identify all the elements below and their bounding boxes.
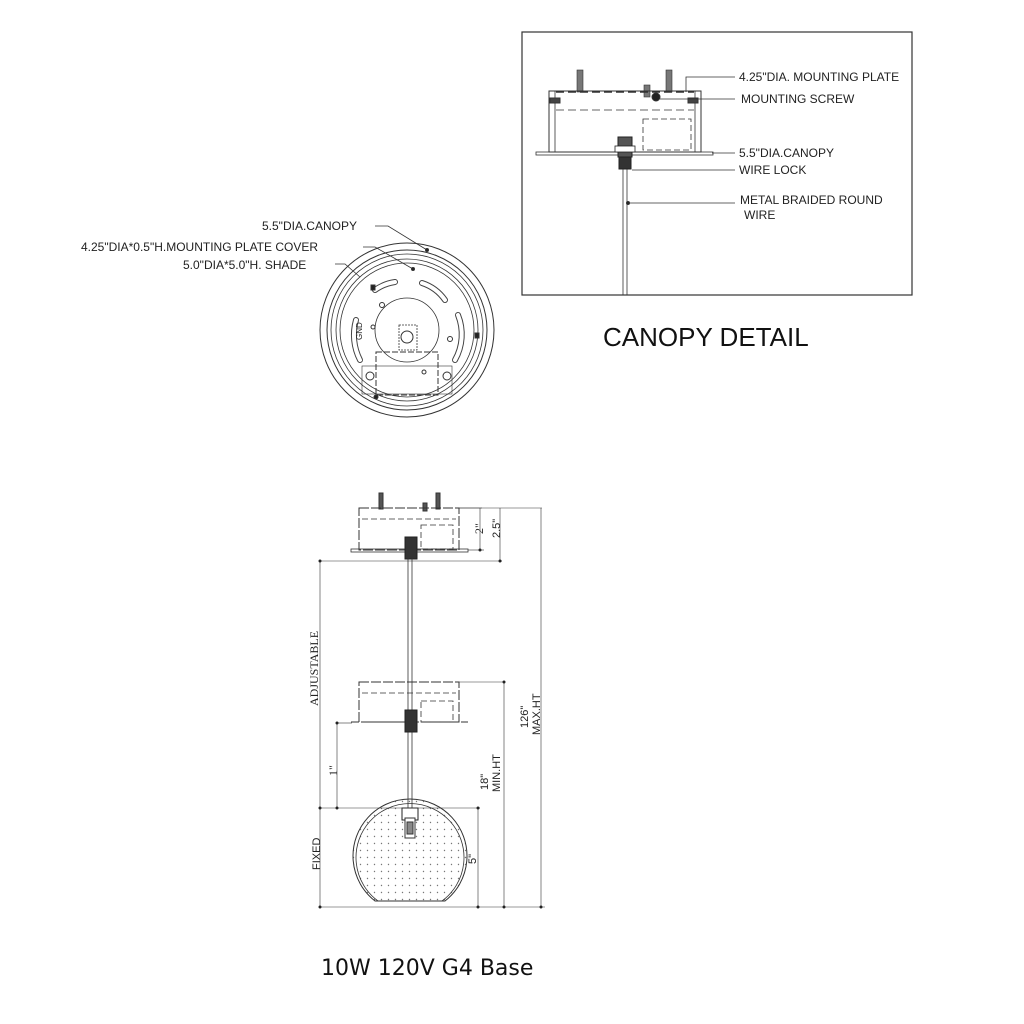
dim-max-ht-label: MAX.HT [531,693,543,735]
dim-lead-length: 1" [326,765,340,776]
callout-mounting-plate-cover: 4.25"DIA*0.5"H.MOUNTING PLATE COVER [81,240,319,254]
callout-top-canopy: 5.5"DIA.CANOPY [262,219,357,233]
callout-shade: 5.0"DIA*5.0"H. SHADE [183,258,307,272]
elevation-drawing [318,492,545,909]
dim-shade-height: 5" [467,853,479,864]
dim-fixed: FIXED [311,837,323,870]
callout-mounting-screw: MOUNTING SCREW [741,92,855,106]
canopy-top-view-drawing [319,225,495,418]
canopy-detail-title: CANOPY DETAIL [603,322,809,352]
dim-min-ht-value: 18" [479,773,491,790]
dim-adjustable: ADJUSTABLE [307,630,321,706]
callout-metal-braided-wire: METAL BRAIDED ROUND [740,193,883,207]
spec-caption: 10W 120V G4 Base [321,956,534,981]
canopy-detail-drawing [521,31,913,296]
dim-plate-height: 2" [472,523,486,534]
callout-canopy: 5.5"DIA.CANOPY [739,146,834,160]
callout-mounting-plate: 4.25"DIA. MOUNTING PLATE [739,70,900,84]
callout-wire-lock: WIRE LOCK [739,163,807,177]
callout-metal-braided-wire-line2: WIRE [744,208,776,222]
dim-max-ht-value: 126" [519,705,531,728]
dim-canopy-height: 2.5" [491,518,503,538]
gnd-label: GND [355,322,364,340]
dim-min-ht-label: MIN.HT [491,754,503,792]
